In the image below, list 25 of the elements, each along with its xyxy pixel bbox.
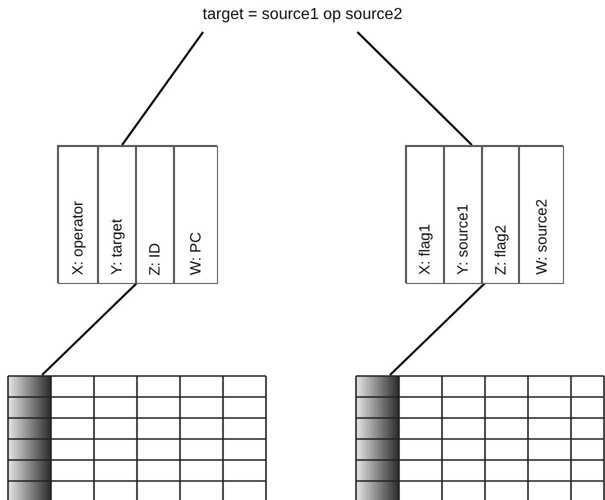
connector-line <box>389 282 486 376</box>
field-label: W: source2 <box>533 199 550 275</box>
register-field <box>174 146 218 284</box>
field-label: W: PC <box>188 232 204 275</box>
field-label: X: operator <box>70 200 86 275</box>
register-field <box>519 146 564 284</box>
field-label: Z: flag2 <box>492 224 509 275</box>
register-field <box>98 146 136 284</box>
register-field <box>444 146 482 284</box>
instruction-register-box <box>405 145 563 283</box>
field-label: Y: target <box>108 219 126 275</box>
field-label: Y: source1 <box>454 204 472 275</box>
connector-line <box>41 282 138 376</box>
register-field <box>136 146 174 284</box>
connector-line <box>121 31 204 146</box>
register-field <box>58 146 98 284</box>
register-field <box>482 146 519 284</box>
field-label: Z: ID <box>146 242 164 275</box>
table-grid-drawing <box>355 375 605 500</box>
table-grid-drawing <box>7 375 267 500</box>
register-field <box>406 146 444 284</box>
expression-text: target = source1 op source2 <box>150 6 455 32</box>
field-label: X: flag1 <box>416 224 434 275</box>
instruction-register-box <box>57 145 217 283</box>
connector-line <box>356 31 473 146</box>
